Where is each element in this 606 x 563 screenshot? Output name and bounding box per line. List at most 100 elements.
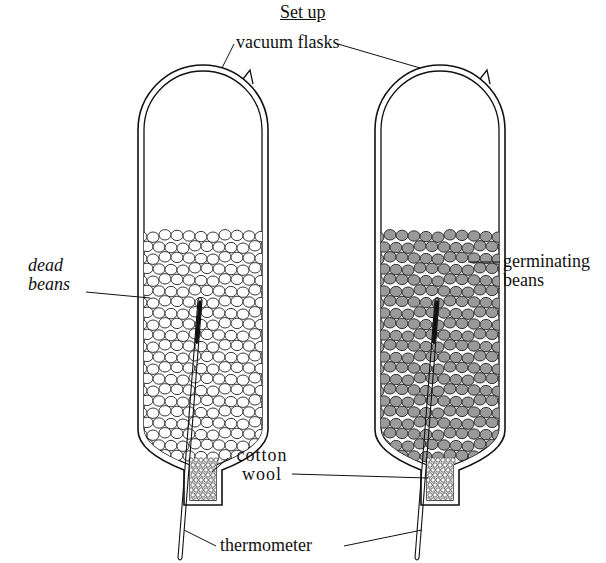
leader-line — [338, 44, 420, 68]
bean — [183, 319, 195, 329]
bean — [243, 385, 255, 395]
cotton-fibre — [451, 498, 455, 502]
bean — [255, 407, 267, 417]
bean — [231, 384, 243, 394]
bean — [177, 419, 189, 429]
bean — [213, 242, 225, 252]
bean — [372, 254, 384, 264]
leader-line — [344, 530, 422, 546]
bean — [171, 384, 183, 394]
cotton-fibre — [441, 488, 445, 492]
bean — [384, 230, 396, 240]
bean — [396, 252, 408, 262]
bean — [414, 307, 426, 317]
vacuum-flask — [135, 65, 273, 560]
cotton-fibre — [443, 463, 447, 467]
bean — [396, 318, 408, 328]
bean — [249, 285, 261, 295]
bean — [402, 419, 414, 429]
bean — [183, 231, 195, 241]
bean — [201, 263, 213, 273]
cotton-fibre — [428, 493, 432, 497]
bean — [474, 285, 486, 295]
bean — [261, 373, 273, 383]
bean — [444, 274, 456, 284]
bean — [426, 351, 438, 361]
bean — [171, 340, 183, 350]
bean — [456, 230, 468, 240]
bean — [372, 342, 384, 352]
thermometer-bulb — [434, 302, 437, 342]
cotton-fibre — [443, 473, 447, 477]
bean — [159, 362, 171, 372]
bean — [438, 264, 450, 274]
bean — [201, 241, 213, 251]
cotton-fibre — [191, 463, 195, 467]
bean — [390, 418, 402, 428]
cotton-fibre — [446, 478, 450, 482]
bean — [480, 385, 492, 395]
bean — [261, 395, 273, 405]
bean — [237, 265, 249, 275]
bean — [402, 243, 414, 253]
bean — [147, 232, 159, 242]
cotton-fibre — [204, 468, 208, 472]
cotton-fibre — [204, 478, 208, 482]
cotton-fibre — [209, 498, 213, 502]
bean — [390, 264, 402, 274]
bean — [474, 395, 486, 405]
bean — [444, 406, 456, 416]
bean — [213, 352, 225, 362]
bean — [237, 287, 249, 297]
bean — [243, 231, 255, 241]
bean — [249, 263, 261, 273]
bean — [171, 274, 183, 284]
bean — [219, 318, 231, 328]
bean — [372, 364, 384, 374]
cotton-fibre — [443, 493, 447, 497]
cotton-fibre — [448, 493, 452, 497]
bean — [384, 384, 396, 394]
cotton-wool — [426, 458, 457, 502]
bean — [213, 396, 225, 406]
bean — [159, 340, 171, 350]
bean — [498, 308, 510, 318]
bean — [201, 417, 213, 427]
bean — [165, 308, 177, 318]
bean — [462, 353, 474, 363]
flask-seal — [480, 70, 490, 84]
bean — [438, 308, 450, 318]
bean — [141, 263, 153, 273]
cotton-fibre — [206, 483, 210, 487]
flask-outer-wall — [138, 65, 268, 505]
bean — [219, 230, 231, 240]
bean — [426, 417, 438, 427]
cotton-fibre — [431, 488, 435, 492]
bean — [225, 286, 237, 296]
bean — [261, 329, 273, 339]
bean — [231, 428, 243, 438]
bean — [135, 319, 147, 329]
bean — [207, 276, 219, 286]
part-label: germinating beans — [503, 252, 603, 290]
thermometer-end — [415, 558, 419, 560]
bean — [153, 242, 165, 252]
bean — [378, 418, 390, 428]
cotton-fibre — [196, 483, 200, 487]
bean — [486, 329, 498, 339]
bean — [498, 242, 510, 252]
bean — [426, 263, 438, 273]
bean — [183, 297, 195, 307]
bean — [462, 243, 474, 253]
bean — [141, 439, 153, 449]
cotton-fibre — [194, 488, 198, 492]
bean — [225, 418, 237, 428]
bean — [183, 253, 195, 263]
bean — [480, 363, 492, 373]
cotton-fibre — [194, 478, 198, 482]
bean — [396, 428, 408, 438]
bean — [147, 364, 159, 374]
bean — [432, 408, 444, 418]
cotton-fibre — [453, 463, 457, 467]
cotton-fibre — [211, 493, 215, 497]
